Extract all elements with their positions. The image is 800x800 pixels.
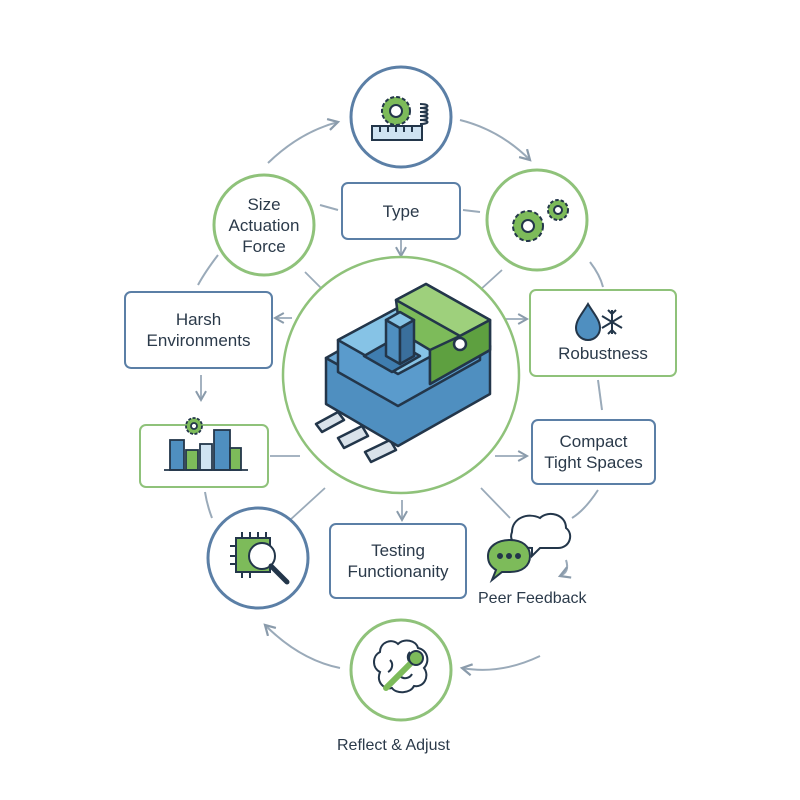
cycle-arrows (263, 117, 541, 677)
robustness-label: Robustness (530, 340, 676, 366)
gears-icon (512, 199, 569, 242)
reflect-label: Reflect & Adjust (337, 737, 450, 754)
chat-bubbles-icon (486, 512, 572, 584)
size-label: Size Actuation Force (214, 175, 314, 275)
hub-arrows (195, 240, 530, 523)
testing-line-2: Functionanity (347, 562, 449, 581)
gear-ruler-spring-icon (371, 96, 429, 141)
harsh-line-2: Environments (146, 331, 251, 350)
peer-feedback-label: Peer Feedback (478, 590, 587, 607)
type-label: Type (342, 183, 460, 239)
harsh-label: Harsh Environments (125, 292, 272, 368)
switch-component-icon (314, 282, 492, 464)
chip-magnifier-icon (230, 532, 290, 585)
size-circle (212, 173, 316, 277)
compact-label: Compact Tight Spaces (532, 420, 655, 484)
robustness-box (529, 289, 677, 377)
size-line-3: Force (242, 236, 286, 256)
testing-label: Testing Functionanity (330, 524, 466, 598)
hub-lines (270, 269, 511, 521)
compact-line-2: Tight Spaces (544, 453, 643, 472)
harsh-box (124, 291, 273, 369)
compact-box (531, 419, 656, 485)
size-line-2: Actuation (228, 215, 300, 235)
size-line-1: Size (247, 194, 281, 214)
compact-line-1: Compact (559, 432, 628, 451)
harsh-line-1: Harsh (175, 310, 222, 329)
testing-box (329, 523, 467, 599)
testing-line-1: Testing (371, 541, 425, 560)
cycle-lines (197, 204, 604, 519)
robustness-text: Robustness (558, 343, 648, 363)
brain-wrench-icon (373, 639, 429, 694)
type-box (341, 182, 461, 240)
type-text: Type (382, 201, 420, 221)
city-gear-icon (164, 417, 248, 471)
water-drop-snowflake-icon (574, 302, 623, 341)
